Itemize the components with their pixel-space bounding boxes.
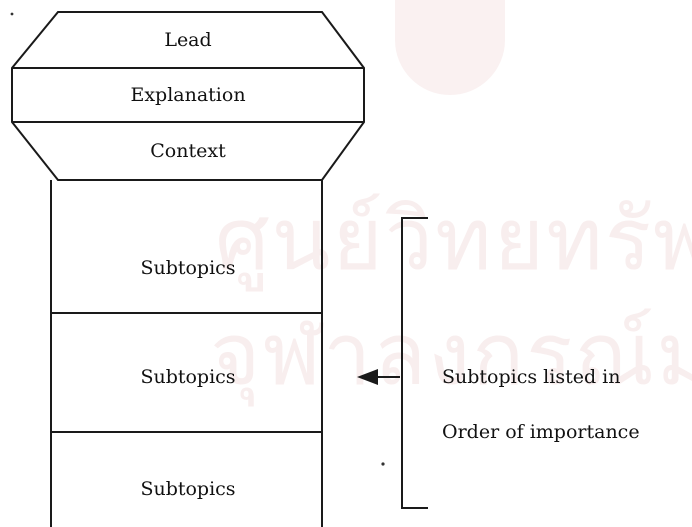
watermark-seal [395,0,505,95]
annotation-line-1: Subtopics listed in [442,366,621,388]
section-lead: Lead [164,29,212,51]
section-explanation: Explanation [130,84,246,106]
importance-bracket [401,217,428,509]
section-context: Context [150,140,226,162]
stray-dot [10,12,14,16]
annotation-line-2: Order of importance [442,421,640,443]
stray-dot [381,462,385,466]
subtopic-block-2: Subtopics [140,366,236,388]
subtopic-block-3: Subtopics [140,478,236,500]
arrow-head-icon [357,369,378,385]
subtopic-block-1: Subtopics [140,257,236,279]
